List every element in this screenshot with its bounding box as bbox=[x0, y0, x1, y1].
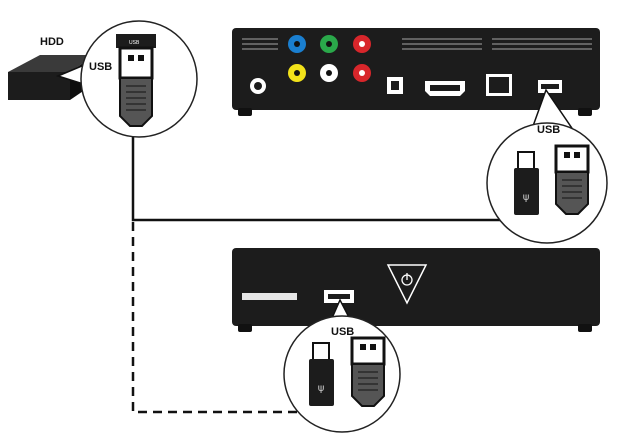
hdd-label: HDD bbox=[40, 36, 64, 48]
rca-jack-blue bbox=[288, 35, 306, 53]
rca-jack-white bbox=[320, 64, 338, 82]
vent-slots bbox=[242, 38, 592, 50]
rca-jack-green bbox=[320, 35, 338, 53]
hdd-usb-magnifier: USB bbox=[80, 20, 198, 138]
usb-port-tag: USB bbox=[129, 40, 140, 46]
usb-plug-body-back bbox=[555, 171, 589, 215]
front-usb-magnifier: ψ bbox=[283, 315, 401, 433]
player-front-panel bbox=[232, 248, 600, 332]
svg-text:ψ: ψ bbox=[318, 383, 325, 394]
power-button bbox=[386, 264, 428, 305]
card-reader-slot bbox=[242, 293, 297, 300]
usb-label-back: USB bbox=[537, 124, 560, 136]
usb-plug-body bbox=[119, 77, 153, 127]
ethernet-port bbox=[486, 74, 512, 96]
usb-flash-drive-front: ψ bbox=[309, 342, 334, 406]
usb-plug-body-front bbox=[351, 363, 385, 407]
rca-jack-red-bottom bbox=[353, 64, 371, 82]
usb-plug-head bbox=[118, 46, 154, 80]
coax-port bbox=[250, 78, 266, 94]
usb-plug-head-back bbox=[554, 144, 590, 174]
usb-label-hdd: USB bbox=[89, 61, 112, 73]
back-usb-magnifier: ψ bbox=[486, 122, 608, 244]
hdd-usb-port bbox=[116, 34, 156, 48]
back-usb-port bbox=[538, 80, 562, 93]
usb-label-front: USB bbox=[331, 326, 354, 338]
optical-port bbox=[387, 77, 403, 94]
player-back-panel bbox=[232, 28, 600, 116]
rca-jack-yellow bbox=[288, 64, 306, 82]
usb-plug-head-front bbox=[350, 336, 386, 366]
cable-hdd-to-front-usb-dashed bbox=[131, 222, 372, 414]
rca-jack-red-top bbox=[353, 35, 371, 53]
usb-flash-drive: ψ bbox=[514, 151, 539, 215]
svg-text:ψ: ψ bbox=[523, 192, 530, 203]
front-usb-port bbox=[324, 290, 354, 303]
hdmi-port bbox=[425, 81, 465, 96]
